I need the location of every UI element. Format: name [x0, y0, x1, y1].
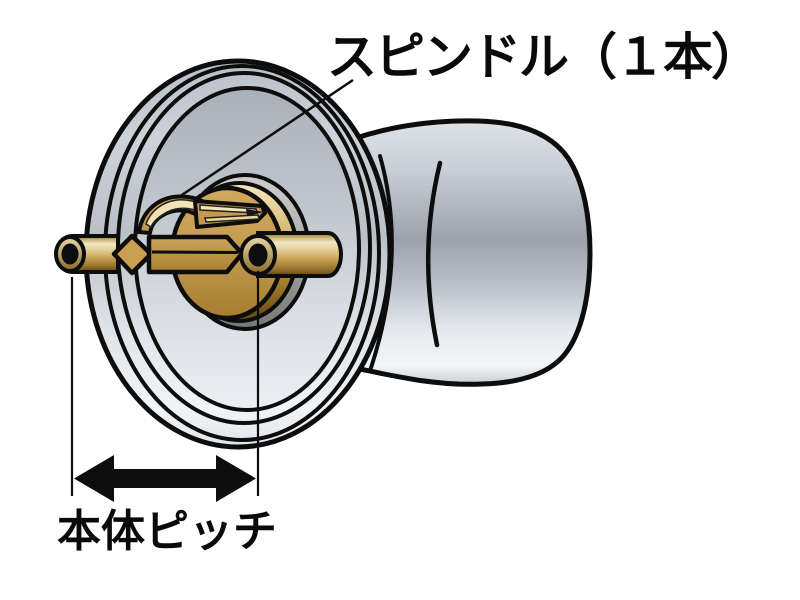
leader-line: [151, 78, 354, 217]
spindle-hole-right: [248, 243, 268, 267]
spindle-rod: [54, 231, 343, 278]
dimension-arrow: [74, 455, 256, 502]
arrowhead-right: [216, 455, 256, 502]
dimension-annotation: [70, 271, 260, 502]
spindle-hole-left: [61, 243, 79, 265]
pitch-label: 本体ピッチ: [57, 507, 277, 556]
spindle-tube-right: [256, 231, 343, 278]
arrowhead-left: [74, 455, 114, 502]
spindle-bar: [146, 234, 245, 275]
cam-blade-stripe-bottom: [204, 214, 260, 223]
knob-rim-arc: [425, 160, 443, 348]
cam-blade-notch: [246, 209, 264, 216]
spindle-label: スピンドル（１本）: [327, 29, 759, 85]
spindle-cam: [137, 194, 267, 235]
spindle-bar-edge: [151, 250, 239, 254]
